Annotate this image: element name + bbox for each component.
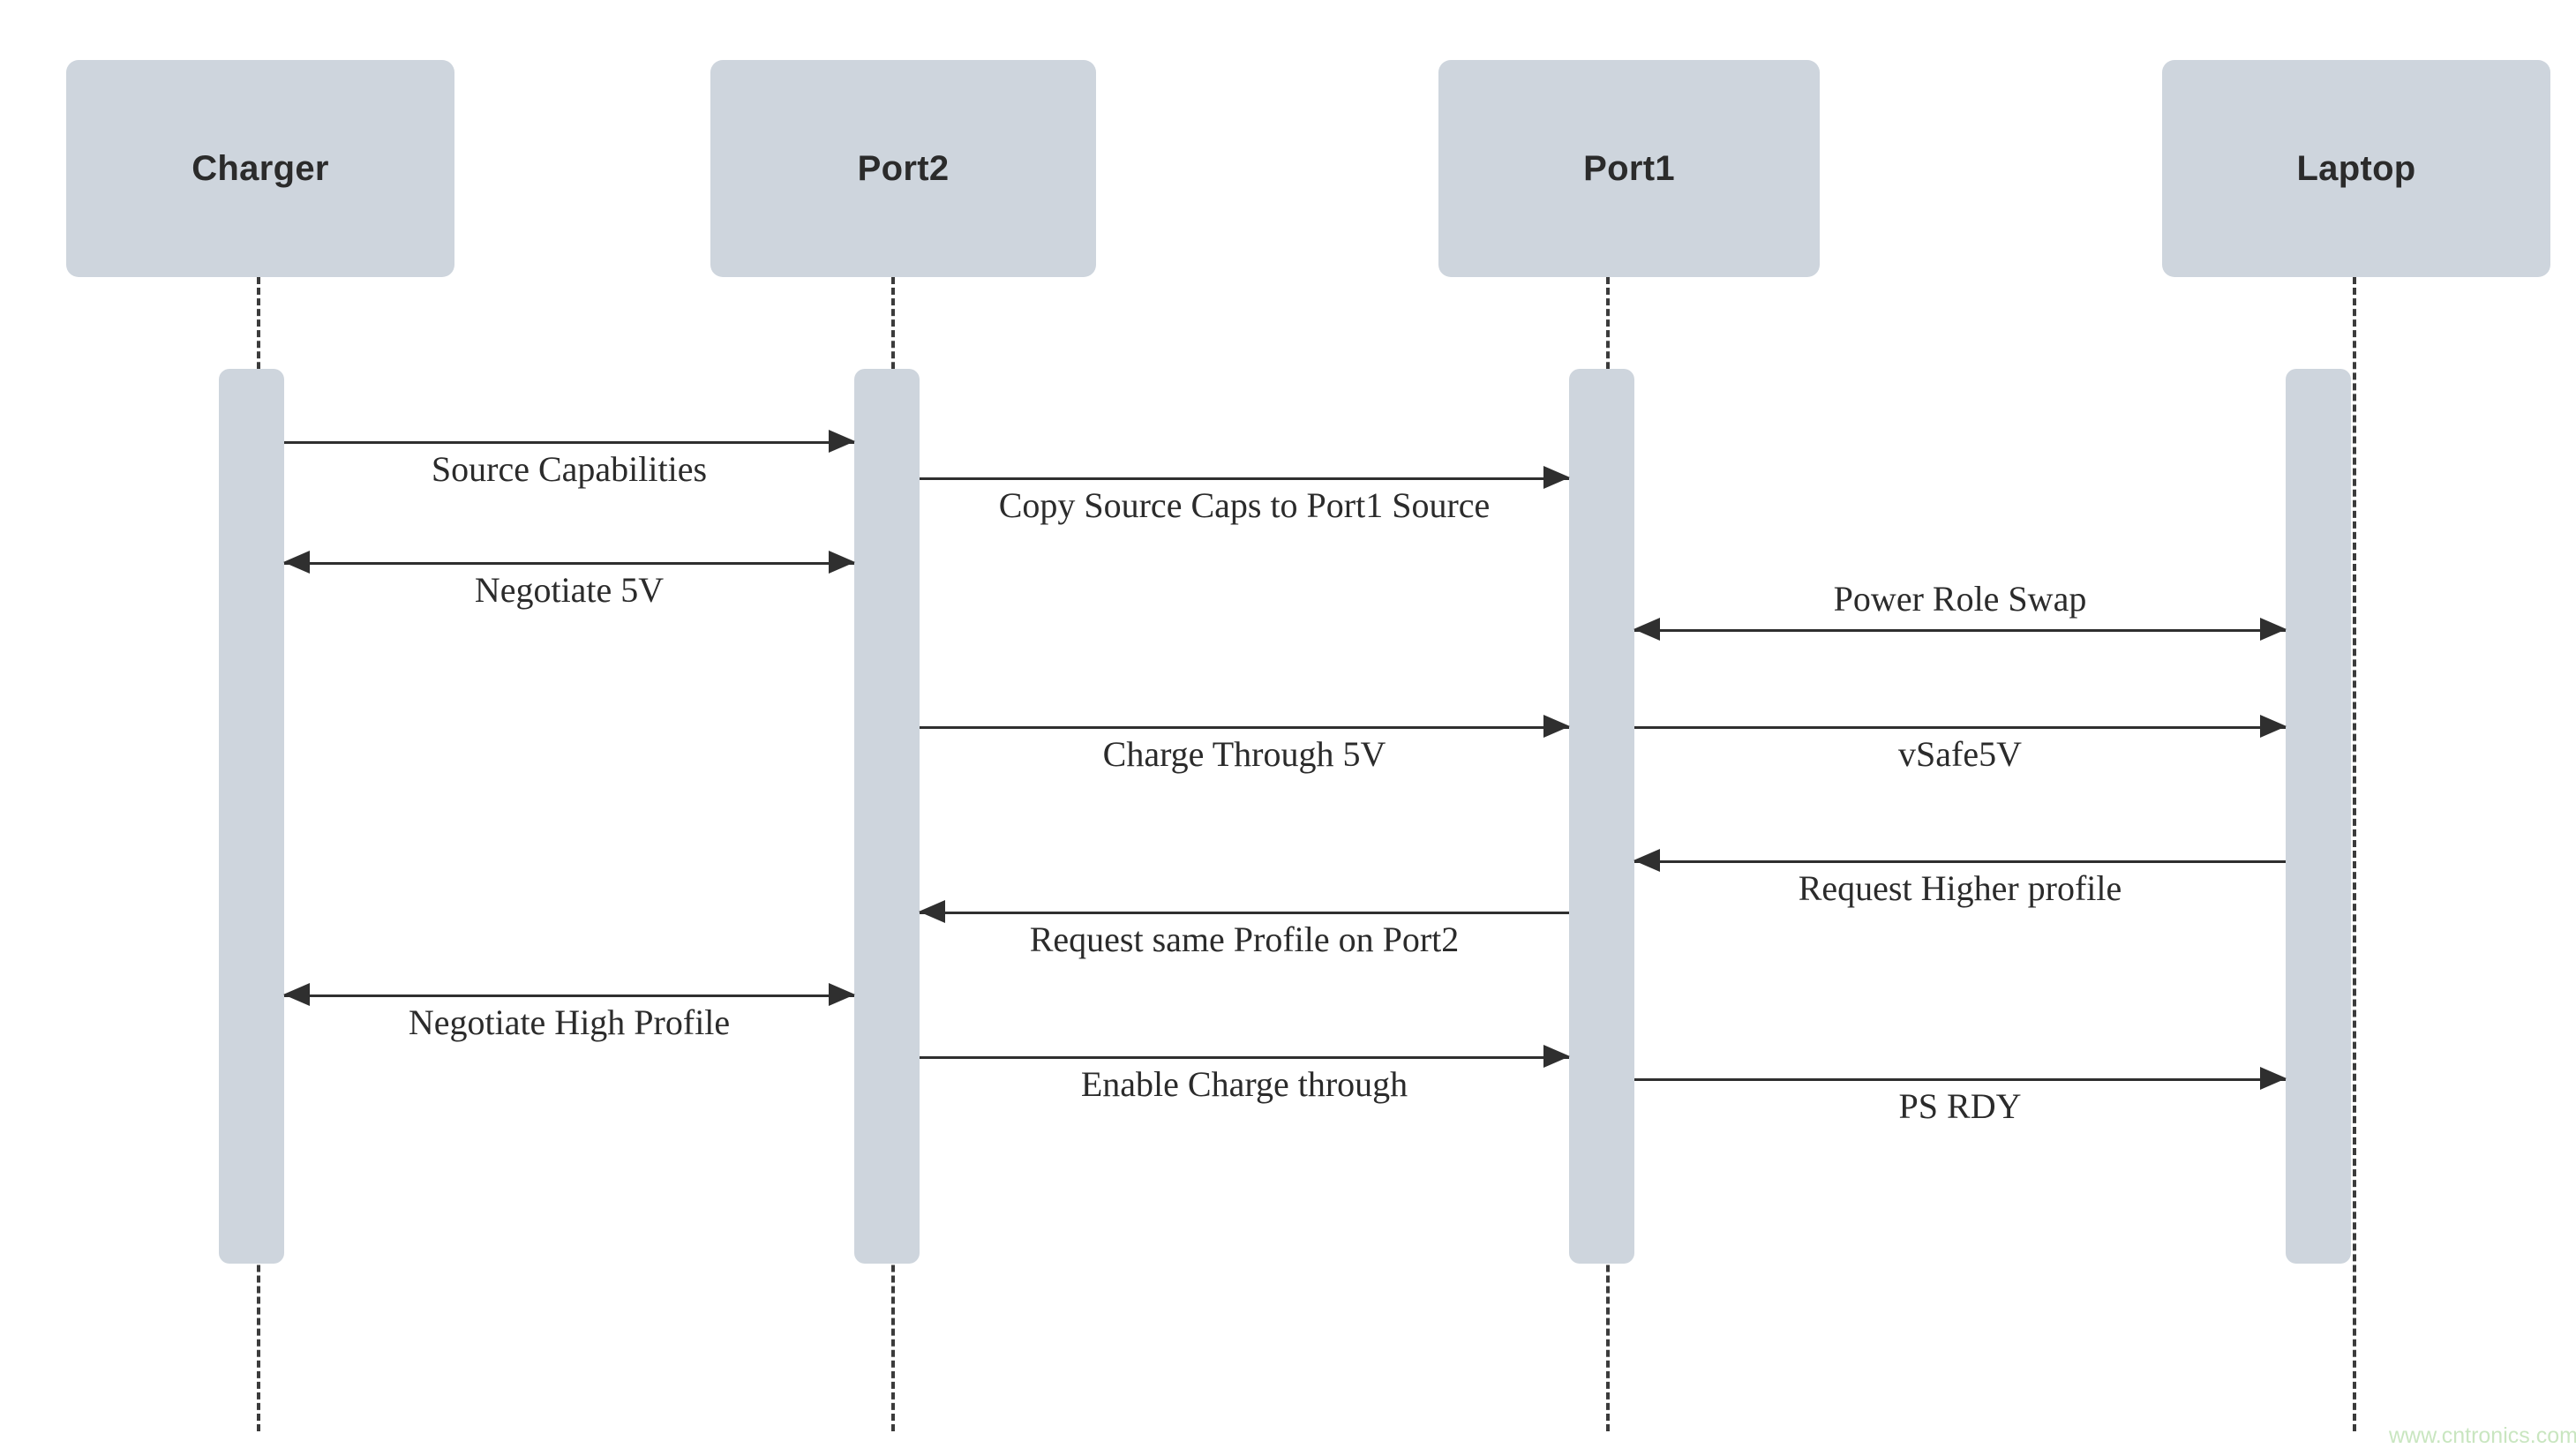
message-label: Request Higher profile <box>1798 868 2122 908</box>
arrowhead-right-icon <box>2260 618 2287 641</box>
message-line <box>920 912 1569 914</box>
arrowhead-left-icon <box>1633 618 1660 641</box>
message-line <box>284 562 854 565</box>
activation-bar-laptop <box>2286 369 2351 1264</box>
message-label: Request same Profile on Port2 <box>1029 919 1460 959</box>
message-line <box>1634 726 2286 729</box>
arrowhead-right-icon <box>1543 715 1570 738</box>
message-label: Negotiate 5V <box>474 570 665 610</box>
lifeline-laptop <box>2353 277 2356 1431</box>
arrowhead-right-icon <box>829 551 855 574</box>
activation-bar-port1 <box>1569 369 1634 1264</box>
activation-bar-port2 <box>854 369 920 1264</box>
participant-box-port1[interactable]: Port1 <box>1438 60 1820 277</box>
arrowhead-right-icon <box>1543 1045 1570 1068</box>
message-line <box>920 477 1569 480</box>
participant-label-port1: Port1 <box>1583 148 1675 188</box>
message-line <box>284 441 854 444</box>
arrowhead-left-icon <box>283 983 310 1006</box>
message-label: Source Capabilities <box>431 449 708 489</box>
arrowhead-right-icon <box>2260 715 2287 738</box>
arrowhead-right-icon <box>829 983 855 1006</box>
message-label: Enable Charge through <box>1080 1064 1408 1104</box>
message-line <box>1634 1078 2286 1081</box>
arrowhead-left-icon <box>919 900 945 923</box>
message-label: Negotiate High Profile <box>408 1002 731 1042</box>
participant-label-laptop: Laptop <box>2296 148 2416 188</box>
message-line <box>1634 860 2286 863</box>
participant-box-laptop[interactable]: Laptop <box>2162 60 2550 277</box>
message-label: Copy Source Caps to Port1 Source <box>998 485 1491 525</box>
watermark: www.cntronics.com <box>2389 1423 2576 1448</box>
arrowhead-left-icon <box>1633 849 1660 872</box>
message-line <box>920 726 1569 729</box>
arrowhead-left-icon <box>283 551 310 574</box>
message-line <box>920 1056 1569 1059</box>
participant-box-port2[interactable]: Port2 <box>710 60 1096 277</box>
message-label: Power Role Swap <box>1833 579 2087 619</box>
message-line <box>1634 629 2286 632</box>
arrowhead-right-icon <box>829 430 855 453</box>
message-label: Charge Through 5V <box>1102 734 1386 774</box>
message-label: vSafe5V <box>1898 734 2022 774</box>
message-line <box>284 994 854 997</box>
arrowhead-right-icon <box>1543 466 1570 489</box>
activation-bar-charger <box>219 369 284 1264</box>
participant-box-charger[interactable]: Charger <box>66 60 454 277</box>
message-label: PS RDY <box>1898 1086 2022 1126</box>
arrowhead-right-icon <box>2260 1067 2287 1090</box>
participant-label-charger: Charger <box>192 148 329 188</box>
participant-label-port2: Port2 <box>857 148 950 188</box>
